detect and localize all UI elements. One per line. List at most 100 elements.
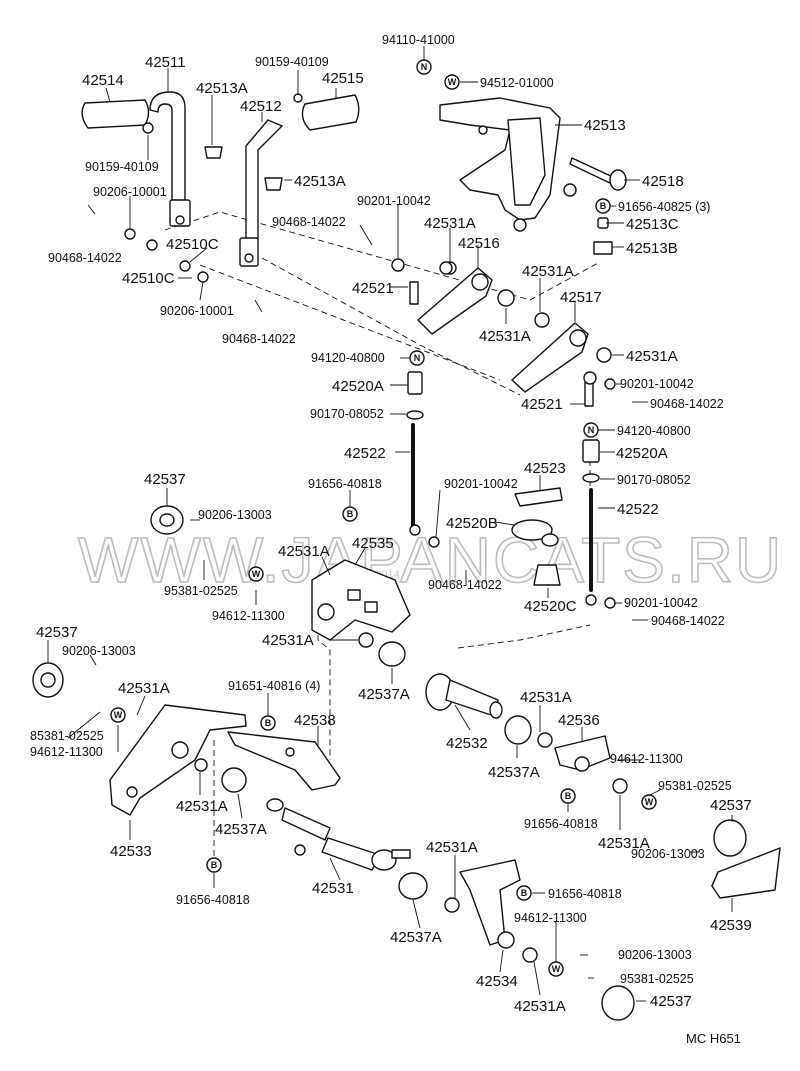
part-label: 42522 (344, 445, 386, 462)
bracket-42533 (109, 704, 247, 816)
part-label: 42523 (524, 460, 566, 477)
page-code: MC H651 (686, 1031, 741, 1046)
part-label: 91656-40818 (308, 477, 382, 491)
part-label: 42532 (446, 735, 488, 752)
part-label: 91656-40818 (524, 817, 598, 831)
svg-text:W: W (552, 964, 561, 974)
part-label: 42520A (332, 378, 384, 395)
part-label: 90206-10001 (93, 185, 167, 199)
part-label: 42513A (294, 173, 346, 190)
part-label: 90206-10001 (160, 304, 234, 318)
part-label: 42512 (240, 98, 282, 115)
part-label: 90201-10042 (357, 194, 431, 208)
part-label: 42531A (176, 798, 228, 815)
part-label: 42515 (322, 70, 364, 87)
grommet-42537A-c (398, 872, 428, 900)
part-label: 90201-10042 (624, 596, 698, 610)
part-label: 90201-10042 (620, 377, 694, 391)
rod-42522-right (582, 439, 616, 609)
part-label: 42521 (521, 396, 563, 413)
part-label: 90170-08052 (617, 473, 691, 487)
part-label: 90468-14022 (272, 215, 346, 229)
nut-symbol: N (416, 59, 432, 75)
part-label: 90206-13003 (631, 847, 705, 861)
part-label: 95381-02525 (620, 972, 694, 986)
svg-text:B: B (211, 860, 218, 870)
bolt-symbol: B (206, 857, 222, 873)
shaft-42532 (425, 673, 503, 719)
part-label: 42520B (446, 515, 498, 532)
part-label: 90468-14022 (428, 578, 502, 592)
svg-text:W: W (645, 797, 654, 807)
part-label: 94612-11300 (212, 609, 285, 623)
part-label: 91656-40825 (3) (618, 200, 710, 214)
part-label: 42535 (352, 535, 394, 552)
svg-text:N: N (414, 353, 421, 363)
lever-42516 (417, 261, 515, 335)
part-label: 42537A (215, 821, 267, 838)
part-label: 42537A (358, 686, 410, 703)
part-label: 42514 (82, 72, 124, 89)
part-label: 42537 (650, 993, 692, 1010)
part-label: 42513B (626, 240, 678, 257)
part-label: 42531A (426, 839, 478, 856)
shift-lever-42512 (239, 119, 283, 267)
svg-text:B: B (265, 718, 272, 728)
part-label: 42513A (196, 80, 248, 97)
part-label: 42522 (617, 501, 659, 518)
part-label: 91656-40818 (176, 893, 250, 907)
part-label: 90206-13003 (618, 948, 692, 962)
part-label: 42539 (710, 917, 752, 934)
hardware-symbols: N W B N N B W W B B W B B W (110, 59, 657, 977)
part-label: 42537A (488, 764, 540, 781)
part-label: 85381-02525 (30, 729, 104, 743)
part-label: 42538 (294, 712, 336, 729)
part-label: 42531A (520, 689, 572, 706)
svg-text:B: B (565, 791, 572, 801)
bracket-42513 (439, 97, 577, 232)
grommet-42537-d (444, 897, 635, 1021)
part-label: 42517 (560, 289, 602, 306)
part-labels: 94110-41000 94512-01000 42511 42514 4251… (30, 33, 752, 1015)
bracket-42536 (554, 735, 611, 772)
part-label: 42534 (476, 973, 518, 990)
part-label: 42531A (118, 680, 170, 697)
bolt-symbol: B (260, 715, 276, 731)
grommet-42537A-d (504, 715, 553, 748)
part-label: 42533 (110, 843, 152, 860)
part-label: 42520C (524, 598, 577, 615)
part-label: 42531A (479, 328, 531, 345)
shift-knob-42514 (81, 99, 150, 129)
part-label: 42537A (390, 929, 442, 946)
small-parts-upper-left (87, 93, 303, 313)
washer-symbol: W (548, 961, 564, 977)
part-label: 42531A (598, 835, 650, 852)
grommet-42537A-a (358, 632, 406, 667)
part-label: 42510C (166, 236, 219, 253)
bolts-42521 (391, 258, 616, 407)
part-label: 90206-13003 (62, 644, 136, 658)
grommet-42537-a (150, 505, 184, 535)
lever-42517 (511, 312, 612, 393)
part-label: 42531A (424, 215, 476, 232)
shaft-42531 (266, 798, 411, 871)
part-label: 42521 (352, 280, 394, 297)
svg-text:B: B (600, 201, 607, 211)
part-label: 42531A (514, 998, 566, 1015)
part-label: 90468-14022 (48, 251, 122, 265)
part-label: 90159-40109 (255, 55, 329, 69)
part-label: 42513 (584, 117, 626, 134)
bracket-42523-42520 (511, 487, 563, 586)
svg-text:W: W (114, 710, 123, 720)
part-label: 90468-14022 (650, 397, 724, 411)
bolt-symbol: B (560, 788, 576, 804)
grommet-42537-c (612, 778, 747, 857)
part-label: 42516 (458, 235, 500, 252)
part-label: 42531A (626, 348, 678, 365)
svg-text:B: B (521, 888, 528, 898)
part-label: 90170-08052 (310, 407, 384, 421)
bolt-symbol: B (516, 885, 532, 901)
bracket-42538 (227, 731, 341, 791)
part-label: 42513C (626, 216, 679, 233)
